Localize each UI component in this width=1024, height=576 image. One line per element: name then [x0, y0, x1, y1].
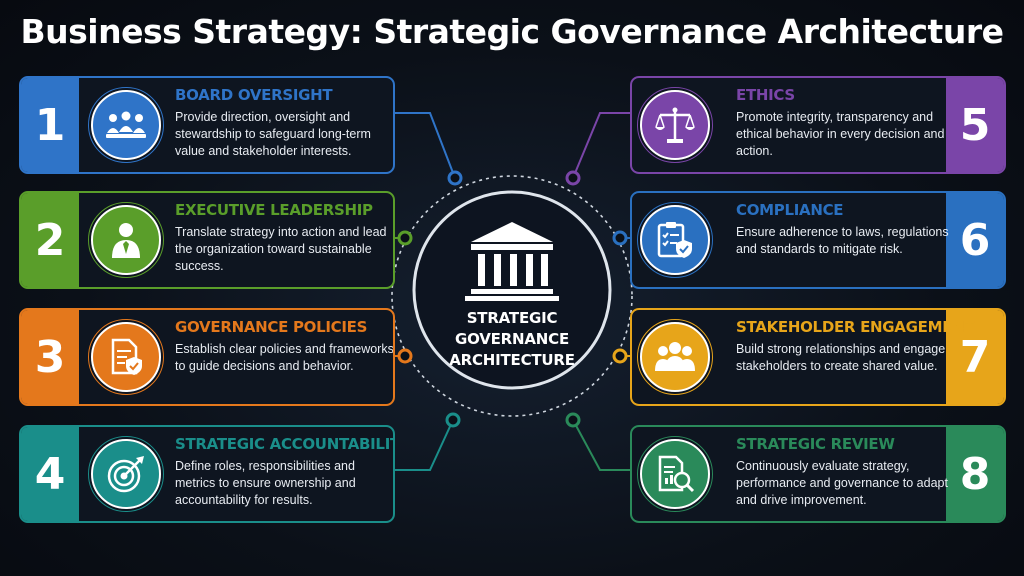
icon-badge [637, 87, 713, 163]
center-label-line: STRATEGIC [466, 309, 558, 327]
pillar-card-ethics: 5 ETHICS Promote integrity, transparency… [630, 76, 1006, 174]
dot-7 [612, 348, 628, 364]
center-label: STRATEGIC GOVERNANCE ARCHITECTURE [430, 308, 594, 371]
pillar-card-compliance: 6 COMPLIANCE Ensure adherence to laws, r… [630, 191, 1006, 289]
connector-5 [572, 112, 630, 179]
clipboard-check-shield-icon [657, 222, 692, 258]
center-label-line: ARCHITECTURE [449, 351, 575, 369]
pillar-description: Build strong relationships and engage st… [736, 342, 946, 373]
icon-badge [88, 87, 164, 163]
pillar-card-strategic-review: 8 STRATEGIC REVIEW Continuously evaluate… [630, 425, 1006, 523]
pillar-heading: GOVERNANCE POLICIES [175, 318, 368, 336]
pillar-card-stakeholder-engagement: 7 STAKEHOLDER ENGAGEMENT Build strong re… [630, 308, 1006, 406]
pillar-description: Provide direction, oversight and steward… [175, 110, 371, 158]
dot-2 [397, 230, 413, 246]
icon-badge [88, 202, 164, 278]
icon-badge [88, 436, 164, 512]
page-title: Business Strategy: Strategic Governance … [20, 12, 1004, 51]
dot-8 [565, 412, 581, 428]
icon-badge [637, 436, 713, 512]
pillar-description: Define roles, responsibilities and metri… [175, 459, 356, 507]
pillar-heading: COMPLIANCE [736, 201, 844, 219]
stakeholder-group-icon [655, 342, 695, 371]
pillar-description: Continuously evaluate strategy, performa… [736, 459, 948, 507]
target-arrow-icon [107, 456, 144, 493]
pillar-card-executive-leadership: 2 EXECUTIVE LEADERSHIP Translate strateg… [19, 191, 395, 289]
pillar-number: 7 [946, 310, 1004, 404]
pillar-number: 6 [946, 193, 1004, 287]
pillar-heading: STRATEGIC REVIEW [736, 435, 895, 453]
classical-building-icon [465, 222, 559, 301]
pillar-number: 5 [946, 78, 1004, 172]
report-magnifier-icon [658, 455, 695, 493]
board-people-icon [106, 111, 146, 138]
pillar-heading: ETHICS [736, 86, 795, 104]
icon-badge [88, 319, 164, 395]
pillar-number: 3 [21, 310, 79, 404]
pillar-card-strategic-accountability: 4 STRATEGIC ACCOUNTABILITY Define roles,… [19, 425, 395, 523]
connector-8 [572, 419, 630, 471]
dot-4 [445, 412, 461, 428]
icon-badge [637, 319, 713, 395]
scales-of-justice-icon [655, 107, 695, 143]
dot-3 [397, 348, 413, 364]
pillar-heading: BOARD OVERSIGHT [175, 86, 333, 104]
pillar-card-board-oversight: 1 BOARD OVERSIGHT Provide direction, ove… [19, 76, 395, 174]
pillar-description: Establish clear policies and frameworks … [175, 342, 394, 373]
pillar-heading: STRATEGIC ACCOUNTABILITY [175, 435, 395, 453]
pillar-description: Ensure adherence to laws, regulations an… [736, 225, 949, 256]
pillar-description: Promote integrity, transparency and ethi… [736, 110, 945, 158]
pillar-number: 4 [21, 427, 79, 521]
pillar-heading: STAKEHOLDER ENGAGEMENT [736, 318, 975, 336]
policy-document-shield-icon [111, 338, 142, 375]
pillar-description: Translate strategy into action and lead … [175, 225, 387, 273]
dot-5 [565, 170, 581, 186]
connector-1 [395, 112, 456, 179]
icon-badge [637, 202, 713, 278]
connector-4 [395, 419, 454, 471]
pillar-number: 2 [21, 193, 79, 287]
pillar-heading: EXECUTIVE LEADERSHIP [175, 201, 373, 219]
pillar-number: 1 [21, 78, 79, 172]
executive-person-icon [112, 223, 140, 258]
dot-1 [447, 170, 463, 186]
pillar-card-governance-policies: 3 GOVERNANCE POLICIES Establish clear po… [19, 308, 395, 406]
dot-6 [612, 230, 628, 246]
pillar-number: 8 [946, 427, 1004, 521]
outer-dashed-ring [391, 175, 633, 417]
center-label-line: GOVERNANCE [454, 330, 570, 348]
